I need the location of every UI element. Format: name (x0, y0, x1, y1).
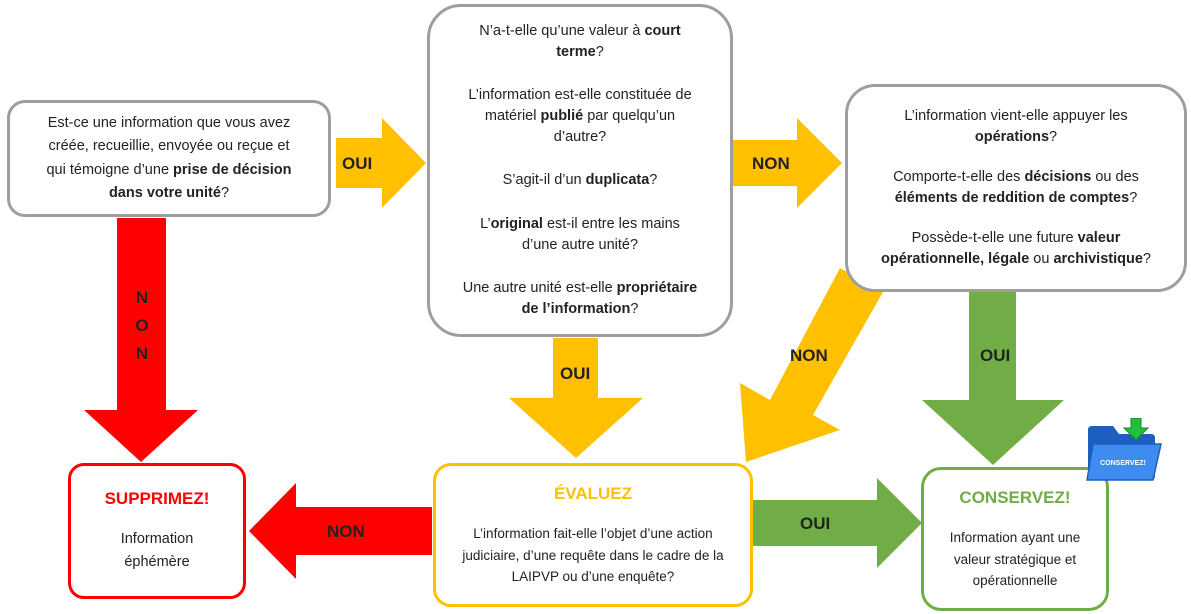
start-question-line-3: qui témoigne d’une prise de décision (46, 161, 292, 178)
keep-box: CONSERVEZ! Information ayant une valeur … (921, 467, 1109, 611)
criteria-question-duplicate: S’agit-il d’un duplicata? (502, 172, 658, 189)
label-operations-to-keep: OUI (980, 346, 1011, 365)
label-start-to-delete: NON (130, 284, 154, 368)
evaluate-box: ÉVALUEZ L’information fait-elle l’objet … (433, 463, 753, 607)
criteria-question-published: L’information est-elle constituée de mat… (468, 87, 692, 146)
criteria-question-owner: Une autre unité est-elle propriétaire de… (462, 279, 698, 317)
arrow-start-to-delete (84, 218, 198, 462)
arrow-evaluate-to-keep (752, 478, 922, 568)
start-question-line-4: dans votre unité? (108, 184, 230, 201)
keep-text: Information ayant une valeur stratégique… (949, 529, 1081, 589)
arrow-operations-to-evaluate (740, 268, 883, 462)
operations-question-decisions: Comporte-t-elle des décisions ou des élé… (893, 168, 1139, 206)
arrow-criteria-to-evaluate (509, 338, 643, 458)
label-criteria-to-evaluate: OUI (560, 364, 591, 383)
criteria-box: N’a-t-elle qu’une valeur à court terme? … (427, 4, 733, 337)
delete-box: SUPPRIMEZ! Information éphémère (68, 463, 246, 599)
delete-text: Information éphémère (120, 531, 194, 571)
arrow-criteria-to-operations (733, 118, 842, 208)
keep-title: CONSERVEZ! (959, 488, 1071, 508)
operations-box: L’information vient-elle appuyer les opé… (845, 84, 1187, 292)
operations-question-future-value: Possède-t-elle une future valeur opérati… (881, 229, 1151, 267)
start-question-line-2: créée, recueillie, envoyée ou reçue et (48, 138, 290, 155)
arrow-evaluate-to-delete (249, 483, 432, 579)
operations-question-support: L’information vient-elle appuyer les opé… (904, 108, 1128, 146)
evaluate-text: L’information fait-elle l’objet d’une ac… (462, 525, 724, 585)
label-operations-to-evaluate: NON (790, 346, 828, 365)
criteria-question-short-term: N’a-t-elle qu’une valeur à court terme? (479, 23, 681, 61)
label-criteria-to-operations: NON (752, 154, 790, 173)
evaluate-title: ÉVALUEZ (553, 484, 633, 504)
start-question-line-1: Est-ce une information que vous avez (47, 115, 291, 132)
criteria-question-original: L’original est-il entre les mains d’une … (480, 215, 680, 253)
label-evaluate-to-delete: NON (327, 522, 365, 541)
delete-title: SUPPRIMEZ! (104, 489, 210, 509)
start-question-box: Est-ce une information que vous avez cré… (7, 100, 331, 217)
arrow-start-to-criteria (336, 118, 426, 208)
label-evaluate-to-keep: OUI (800, 514, 831, 533)
folder-download-icon: CONSERVEZ! (1086, 418, 1162, 481)
folder-label: CONSERVEZ! (1100, 460, 1146, 467)
label-start-to-delete-text: NON (135, 288, 149, 363)
label-start-to-criteria: OUI (342, 154, 373, 173)
arrow-operations-to-keep (922, 292, 1064, 465)
